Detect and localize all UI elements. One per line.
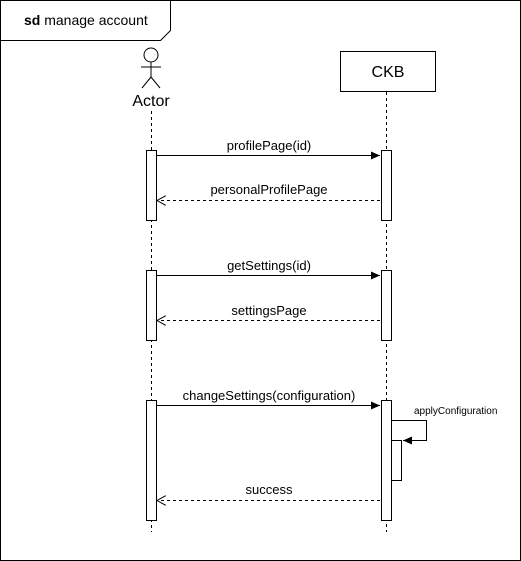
self-message-arrow-apply-configuration <box>392 420 427 445</box>
frame-tab <box>0 0 171 41</box>
ckb-activation-2 <box>381 270 392 341</box>
actor-activation-2 <box>146 270 157 341</box>
participant-ckb-label: CKB <box>372 64 405 81</box>
actor-figure-icon <box>141 47 161 89</box>
message-label-profile-page: profilePage(id) <box>227 138 312 153</box>
actor-activation-3 <box>146 400 157 521</box>
ckb-activation-3 <box>381 400 392 521</box>
ckb-self-activation <box>391 440 402 481</box>
ckb-activation-1 <box>381 150 392 221</box>
participant-ckb-box <box>340 51 436 92</box>
actor-label: Actor <box>132 93 170 110</box>
return-label-personal-profile-page: personalProfilePage <box>210 182 327 197</box>
message-label-get-settings: getSettings(id) <box>227 258 311 273</box>
actor-activation-1 <box>146 150 157 221</box>
message-label-change-settings: changeSettings(configuration) <box>183 388 356 403</box>
self-message-label-apply-configuration: applyConfiguration <box>414 406 497 417</box>
frame-title: sd manage account <box>24 12 148 28</box>
return-label-success: success <box>246 482 293 497</box>
return-label-settings-page: settingsPage <box>231 303 306 318</box>
